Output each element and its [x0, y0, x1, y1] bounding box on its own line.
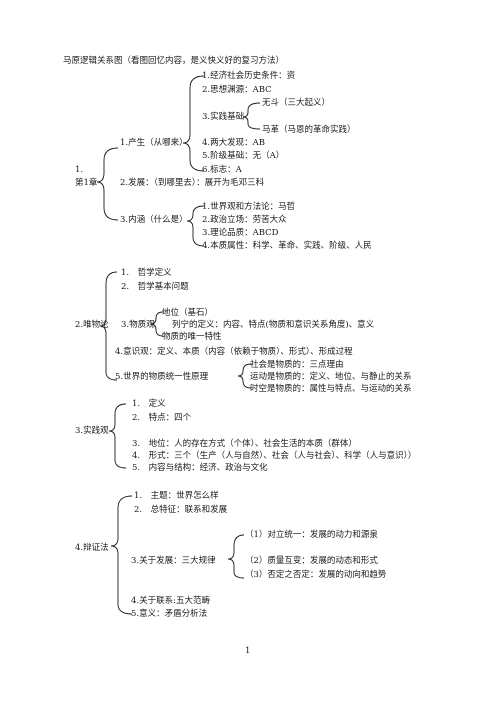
origin-item-6: 6.标志：A — [202, 165, 242, 175]
brace-ch1-content — [186, 205, 205, 247]
ch1-content-label: 3.内涵（什么是） — [120, 215, 188, 225]
ch4-item-1: 1. 主题：世界怎么样 — [134, 491, 219, 501]
brace-ch3 — [108, 403, 127, 469]
doc-title: 马原逻辑关系图（看图回忆内容，是义快义好的复习方法） — [63, 56, 285, 66]
page-number: 1 — [245, 646, 251, 656]
content-item-4: 4.本质属性：科学、革命、实践、阶级、人民 — [202, 241, 372, 251]
brace-ch4 — [110, 495, 133, 615]
ch3-item-4: 4. 形式：三个（生产（人与自然）、社会（人与社会）、科学（人与意识）） — [132, 451, 417, 461]
ch3-item-3: 3. 地位：人的存在方式（个体）、社会生活的本质（群体） — [132, 439, 357, 449]
brace-ch2-matter — [150, 311, 164, 337]
brace-ch4-laws — [227, 534, 245, 579]
practice-item-2: 马革（马恩的革命实践） — [262, 125, 356, 135]
brace-ch2-unity — [237, 363, 252, 389]
ch2-matter-label: 3.物质观 — [121, 320, 155, 330]
unity-item-3: 时空是物质的：属性与特点、与运动的关系 — [250, 384, 412, 394]
matter-item-2: 列宁的定义：内容、特点(物质和意识关系角度)、意义 — [172, 320, 375, 330]
unity-item-1: 社会是物质的：三点理由 — [250, 360, 344, 370]
ch1-title: 第1章 — [75, 178, 98, 188]
ch1-origin-label: 1.产生（从哪来） — [120, 138, 188, 148]
ch2-title: 2.唯物论 — [75, 320, 109, 330]
matter-item-1: 地位（基石） — [162, 308, 214, 318]
content-item-1: 1.世界观和方法论：马哲 — [202, 202, 296, 212]
origin-item-1: 1.经济社会历史条件：资 — [202, 71, 296, 81]
origin-item-5: 5.阶级基础：无（A） — [202, 151, 285, 161]
law-2: （2）质量互变：发展的动态和形式 — [245, 556, 378, 566]
ch2-item-1: 1. 哲学定义 — [121, 268, 172, 278]
ch2-unity-label: 5.世界的物质统一性原理 — [115, 372, 209, 382]
ch3-item-2: 2. 特点：四个 — [132, 413, 192, 423]
unity-item-2: 运动是物质的：定义、地位、与静止的关系 — [250, 372, 412, 382]
origin-item-2: 2.思想渊源：ABC — [202, 85, 272, 95]
practice-item-1: 无斗（三大起义） — [262, 98, 331, 108]
ch2-consciousness: 4.意识观：定义、本质（内容（依赖于物质）、形式）、形成过程 — [115, 347, 353, 357]
ch3-title: 3.实践观 — [75, 426, 109, 436]
brace-practice-basis — [242, 102, 261, 130]
brace-ch1 — [96, 147, 119, 221]
origin-item-3: 3.实践基础 — [202, 112, 245, 122]
ch1-number: 1. — [75, 165, 84, 175]
ch1-development: 2.发展：（到哪里去）：展开为毛邓三科 — [120, 178, 265, 188]
brace-ch1-origin — [182, 75, 205, 172]
ch4-item-2: 2. 总特征：联系和发展 — [134, 505, 228, 515]
ch4-title: 4.辩证法 — [75, 543, 109, 553]
ch2-item-2: 2. 哲学基本问题 — [121, 282, 189, 292]
content-item-2: 2.政治立场：劳苦大众 — [202, 215, 287, 225]
ch3-item-1: 1. 定义 — [132, 399, 166, 409]
content-item-3: 3.理论品质：ABCD — [202, 228, 279, 238]
law-3: （3）否定之否定：发展的动向和趋势 — [245, 570, 387, 580]
ch3-item-5: 5. 内容与结构：经济、政治与文化 — [132, 463, 268, 473]
matter-item-3: 物质的唯一特性 — [162, 332, 222, 342]
ch4-connection: 4.关于联系:五大范畴 — [131, 596, 210, 606]
ch4-essence: 5.意义：矛盾分析法 — [131, 609, 208, 619]
law-1: （1）对立统一：发展的动力和源泉 — [245, 530, 378, 540]
ch4-laws-label: 3.关于发展：三大规律 — [131, 556, 216, 566]
brace-ch2 — [99, 271, 118, 381]
origin-item-4: 4.两大发现：AB — [202, 138, 265, 148]
